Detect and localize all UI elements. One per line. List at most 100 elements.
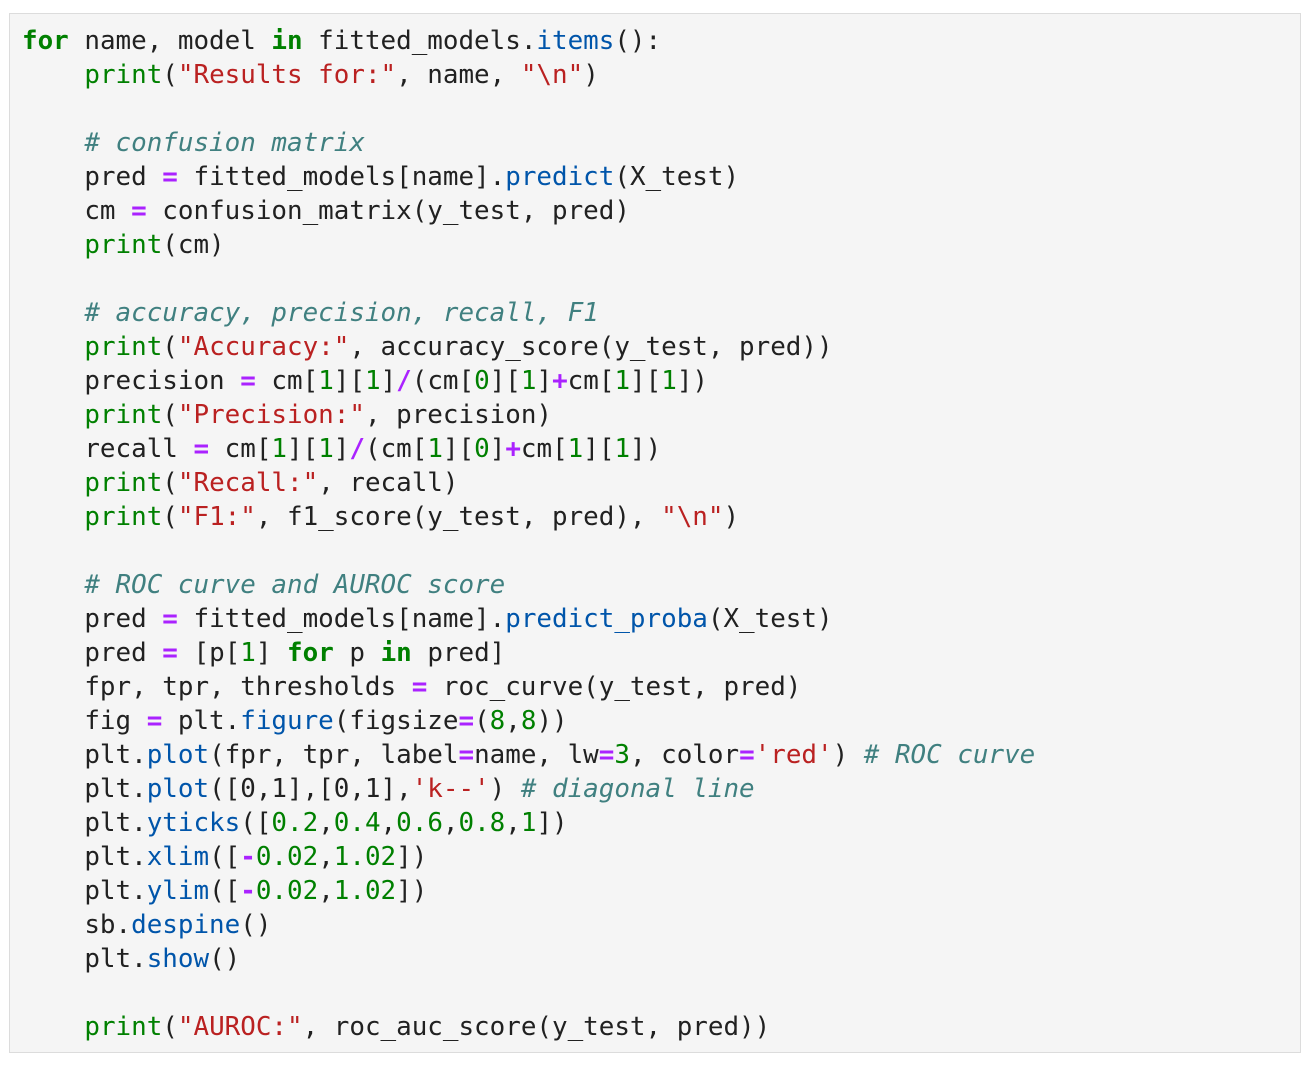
code-text: ]: [380, 366, 397, 396]
operator-token: =: [411, 672, 428, 702]
code-text: cm[: [209, 434, 272, 464]
code-text: ][: [333, 366, 365, 396]
operator-token: -: [240, 842, 256, 872]
string-token: 'red': [754, 740, 833, 770]
number-token: 1: [520, 366, 537, 396]
method-token: figure: [240, 706, 334, 736]
code-line: plt.show(): [22, 942, 1035, 976]
code-text: (: [474, 706, 490, 736]
comment-token: # confusion matrix: [84, 128, 365, 158]
code-line: precision = cm[1][1]/(cm[0][1]+cm[1][1]): [22, 364, 1035, 398]
number-token: 1: [318, 434, 334, 464]
code-text: ():: [614, 26, 662, 56]
number-token: 1: [614, 366, 631, 396]
keyword-token: for: [22, 26, 69, 56]
number-token: 1: [427, 434, 443, 464]
code-line: recall = cm[1][1]/(cm[1][0]+cm[1][1]): [22, 432, 1035, 466]
code-text: ,: [505, 808, 521, 838]
number-token: 0.2: [271, 808, 319, 838]
code-text: [22, 468, 84, 498]
code-text: , f1_score(y_test, pred),: [255, 502, 662, 532]
code-text: fitted_models[name].: [177, 162, 506, 192]
method-token: predict: [505, 162, 615, 192]
code-text: cm[: [567, 366, 615, 396]
operator-token: =: [162, 638, 178, 668]
builtin-token: print: [84, 230, 163, 260]
code-text: [22, 502, 84, 532]
number-token: 8: [489, 706, 506, 736]
code-text: (: [162, 332, 178, 362]
code-text: recall: [22, 434, 194, 464]
code-line: fig = plt.figure(figsize=(8,8)): [22, 704, 1035, 738]
code-text: [22, 332, 84, 362]
code-text: [22, 570, 84, 600]
code-text: confusion_matrix(y_test, pred): [146, 196, 630, 226]
string-token: "\n": [661, 502, 724, 532]
code-text: plt.: [22, 944, 147, 974]
code-line: sb.despine(): [22, 908, 1035, 942]
number-token: 1: [661, 366, 677, 396]
keyword-token: in: [380, 638, 412, 668]
code-text: (figsize: [333, 706, 459, 736]
number-token: 1: [520, 808, 537, 838]
code-text: , name,: [396, 60, 521, 90]
code-text: ,: [318, 876, 334, 906]
code-line: [22, 92, 1035, 126]
code-text: ]: [255, 638, 288, 668]
code-line: [22, 976, 1035, 1010]
code-line: # confusion matrix: [22, 126, 1035, 160]
code-text: , precision): [364, 400, 553, 430]
builtin-token: print: [84, 468, 163, 498]
number-token: 1: [271, 434, 288, 464]
code-line: print("Accuracy:", accuracy_score(y_test…: [22, 330, 1035, 364]
code-text: plt.: [22, 740, 147, 770]
code-text: ]: [536, 366, 553, 396]
builtin-token: print: [84, 1012, 163, 1042]
code-line: pred = fitted_models[name].predict_proba…: [22, 602, 1035, 636]
string-token: "\n": [520, 60, 584, 90]
number-token: 0.02: [255, 842, 319, 872]
code-text: ][: [287, 434, 319, 464]
number-token: 0.6: [396, 808, 443, 838]
operator-token: /: [396, 366, 412, 396]
code-text: , recall): [318, 468, 459, 498]
number-token: 0: [474, 366, 490, 396]
number-token: 1.02: [333, 842, 397, 872]
method-token: ylim: [146, 876, 210, 906]
code-line: pred = fitted_models[name].predict(X_tes…: [22, 160, 1035, 194]
code-text: [p[: [177, 638, 241, 668]
code-text: (: [162, 1012, 178, 1042]
builtin-token: print: [84, 502, 163, 532]
string-token: 'k--': [411, 774, 490, 804]
code-text: , roc_auc_score(y_test, pred)): [302, 1012, 771, 1042]
code-editor[interactable]: for name, model in fitted_models.items()…: [22, 24, 1035, 1044]
code-line: pred = [p[1] for p in pred]: [22, 636, 1035, 670]
code-text: ): [723, 502, 740, 532]
operator-token: +: [505, 434, 521, 464]
code-text: pred: [22, 638, 163, 668]
code-text: (cm[: [411, 366, 475, 396]
comment-token: # ROC curve and AUROC score: [84, 570, 506, 600]
code-line: plt.yticks([0.2,0.4,0.6,0.8,1]): [22, 806, 1035, 840]
code-text: fitted_models[name].: [177, 604, 506, 634]
code-text: ([: [209, 842, 241, 872]
code-text: ]): [676, 366, 708, 396]
code-text: (): [240, 910, 272, 940]
code-text: name, model: [68, 26, 272, 56]
code-text: (: [162, 60, 178, 90]
operator-token: =: [146, 706, 163, 736]
string-token: "Precision:": [177, 400, 365, 430]
code-text: ]): [396, 876, 428, 906]
operator-token: =: [598, 740, 615, 770]
number-token: 0.02: [255, 876, 319, 906]
operator-token: =: [131, 196, 147, 226]
comment-token: # accuracy, precision, recall, F1: [84, 298, 599, 328]
code-text: [22, 128, 84, 158]
code-text: ,: [442, 808, 459, 838]
code-text: (X_test): [707, 604, 833, 634]
comment-token: # ROC curve: [863, 740, 1036, 770]
method-token: despine: [131, 910, 241, 940]
code-cell[interactable]: for name, model in fitted_models.items()…: [9, 13, 1301, 1053]
method-token: show: [146, 944, 210, 974]
number-token: 3: [614, 740, 630, 770]
